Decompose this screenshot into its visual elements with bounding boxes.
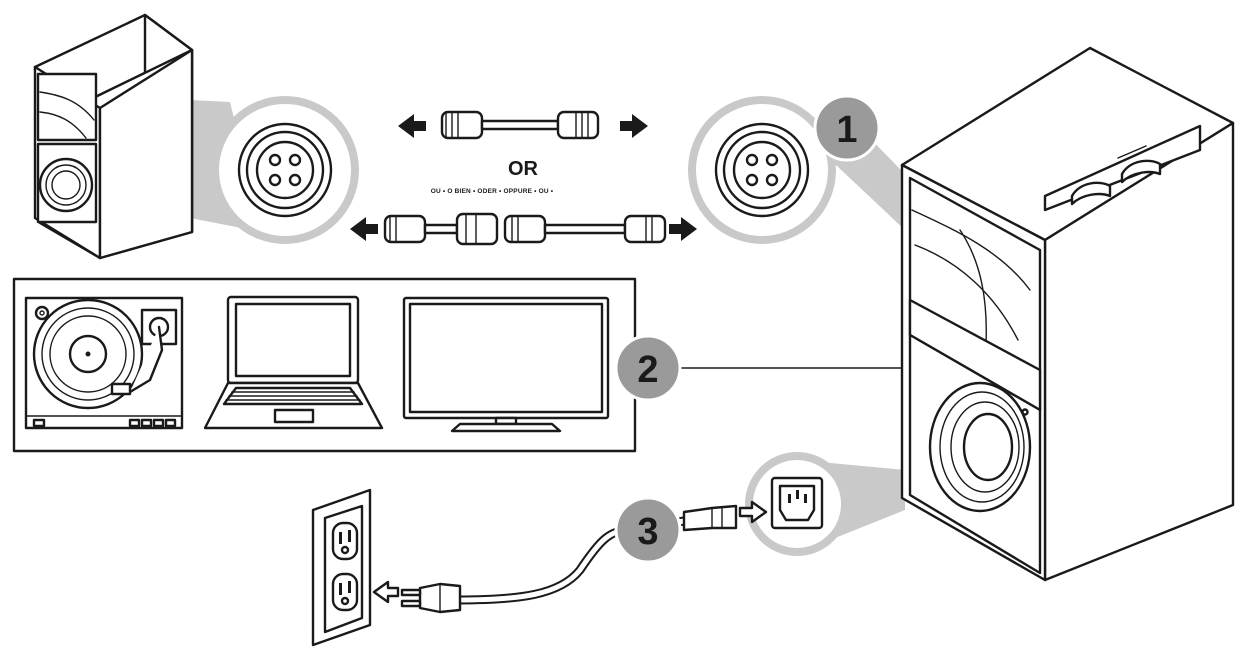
- power-inlet-zoom: [738, 452, 849, 556]
- left-speaker-icon: [33, 13, 194, 260]
- step-badge-1: 1: [813, 94, 881, 162]
- arrow-right-icon: [669, 217, 697, 241]
- arrow-left-icon: [398, 114, 426, 138]
- left-connector-zoom: [211, 96, 359, 244]
- or-label: OR: [508, 158, 539, 180]
- speaker-cable-extension: [350, 212, 697, 246]
- speaker-cable-single: [398, 110, 648, 140]
- tv-icon: [402, 296, 610, 433]
- svg-text:2: 2: [637, 349, 658, 391]
- wall-outlet-icon: [311, 488, 372, 647]
- laptop-icon: [203, 295, 384, 430]
- svg-text:3: 3: [637, 511, 658, 553]
- turntable-icon: [24, 296, 184, 430]
- power-cord: [372, 504, 738, 614]
- step-badge-2: 2: [614, 334, 682, 402]
- svg-text:1: 1: [836, 109, 857, 151]
- or-translations: OU • O BIEN • ODER • OPPURE • OU •: [431, 188, 554, 195]
- step-badge-3: 3: [614, 496, 682, 564]
- source-devices-panel: [12, 277, 637, 453]
- right-speaker-icon: [900, 46, 1235, 582]
- arrow-left-icon: [350, 217, 378, 241]
- right-connector-zoom: [688, 96, 836, 244]
- arrow-right-icon: [620, 114, 648, 138]
